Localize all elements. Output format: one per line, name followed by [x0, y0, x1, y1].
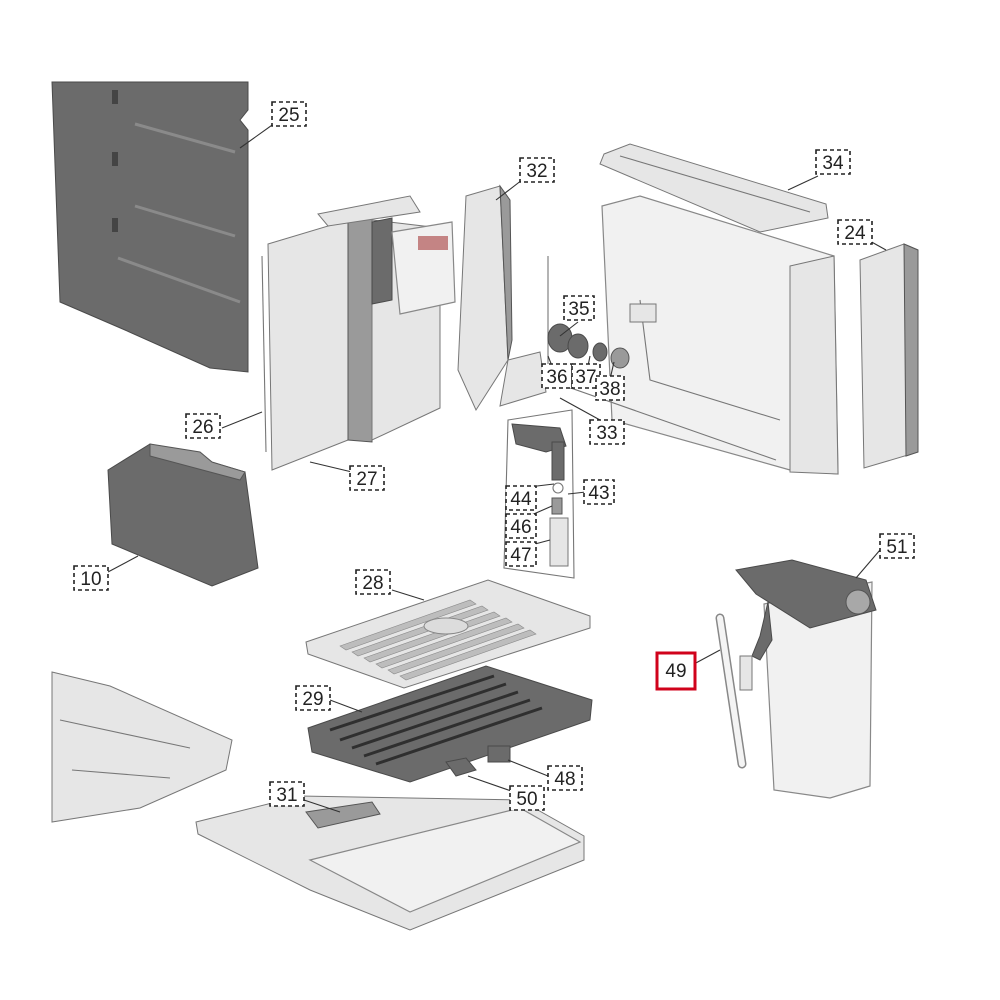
part-27-side-cover — [267, 195, 456, 471]
callout-31: 31 — [269, 781, 305, 807]
callout-46: 46 — [505, 513, 537, 539]
callout-28: 28 — [355, 569, 391, 595]
part-32-bracket — [457, 184, 547, 412]
callout-47: 47 — [505, 541, 537, 567]
callout-38: 38 — [595, 375, 625, 401]
svg-text:38: 38 — [599, 379, 620, 400]
callout-32: 32 — [519, 157, 555, 183]
part-34-tank-lid — [599, 143, 829, 233]
callout-35: 35 — [563, 295, 595, 321]
svg-text:50: 50 — [516, 789, 537, 810]
part-48-clip — [487, 745, 511, 763]
callout-29: 29 — [295, 685, 331, 711]
svg-text:26: 26 — [192, 417, 213, 438]
callout-27: 27 — [349, 465, 385, 491]
part-31-drip-tray — [195, 795, 585, 931]
svg-text:32: 32 — [526, 161, 547, 182]
part-24-side-panel — [859, 243, 919, 469]
svg-text:36: 36 — [546, 367, 567, 388]
callout-36: 36 — [541, 363, 573, 389]
callout-25: 25 — [271, 101, 307, 127]
callout-37: 37 — [571, 363, 601, 389]
svg-text:28: 28 — [362, 573, 383, 594]
part-49-milk-tube — [715, 613, 747, 769]
svg-text:44: 44 — [510, 489, 532, 510]
machine-base — [51, 671, 233, 823]
callout-51: 51 — [879, 533, 915, 559]
svg-text:25: 25 — [278, 105, 299, 126]
svg-text:29: 29 — [302, 689, 323, 710]
svg-text:34: 34 — [822, 153, 844, 174]
svg-text:49: 49 — [665, 661, 686, 682]
callout-34: 34 — [815, 149, 851, 175]
callout-10: 10 — [73, 565, 109, 591]
callout-49: 49 — [655, 651, 697, 691]
part-50-clip — [445, 757, 477, 777]
callout-50: 50 — [509, 785, 545, 811]
part-33-water-tank — [547, 195, 839, 475]
svg-text:43: 43 — [588, 483, 609, 504]
part-29-drip-grille — [307, 665, 593, 783]
svg-text:33: 33 — [596, 423, 617, 444]
part-10-grounds-container — [107, 443, 259, 587]
callout-26: 26 — [185, 413, 221, 439]
svg-text:51: 51 — [886, 537, 907, 558]
svg-text:46: 46 — [510, 517, 531, 538]
leader-lines — [107, 117, 887, 813]
part-43-47-valve-assembly — [503, 409, 575, 579]
callout-43: 43 — [583, 479, 615, 505]
svg-text:47: 47 — [510, 545, 531, 566]
callout-48: 48 — [547, 765, 583, 791]
callout-24: 24 — [837, 219, 873, 245]
part-25-rear-panel — [51, 81, 249, 373]
callout-44: 44 — [505, 485, 537, 511]
part-35-38-fittings — [547, 323, 630, 369]
svg-text:24: 24 — [844, 223, 866, 244]
svg-text:10: 10 — [80, 569, 101, 590]
part-28-cup-grid — [305, 579, 591, 689]
svg-text:48: 48 — [554, 769, 575, 790]
callout-33: 33 — [589, 419, 625, 445]
svg-text:37: 37 — [575, 367, 596, 388]
svg-text:27: 27 — [356, 469, 377, 490]
part-51-milk-carafe — [735, 559, 877, 799]
svg-text:31: 31 — [276, 785, 297, 806]
svg-text:35: 35 — [568, 299, 589, 320]
part-26-side-plate — [261, 255, 267, 453]
